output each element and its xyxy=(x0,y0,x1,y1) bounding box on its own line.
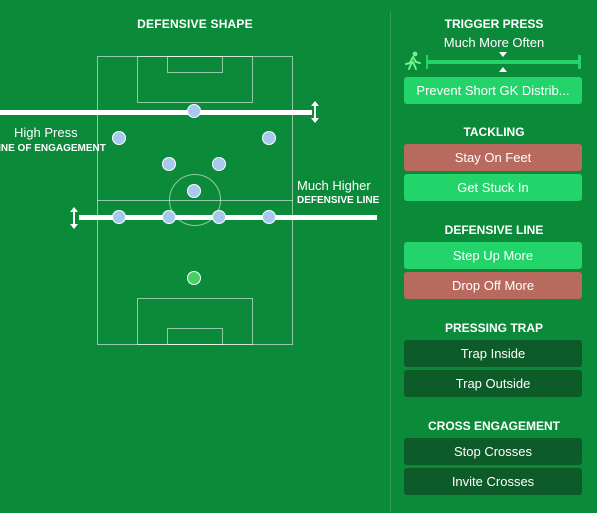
trigger-press-start-tick xyxy=(426,55,428,69)
panel-divider xyxy=(390,12,391,512)
bottom-goal-box xyxy=(167,328,223,345)
get-stuck-in-button[interactable]: Get Stuck In xyxy=(404,174,582,201)
step-up-more-button[interactable]: Step Up More xyxy=(404,242,582,269)
pressing-trap-title: PRESSING TRAP xyxy=(444,321,543,335)
defensive-shape-panel: DEFENSIVE SHAPE High Press LINE OF ENGAG… xyxy=(0,17,380,345)
stay-on-feet-button[interactable]: Stay On Feet xyxy=(404,144,582,171)
player-left-back[interactable] xyxy=(112,210,126,224)
player-left-winger[interactable] xyxy=(112,131,126,145)
player-right-cm[interactable] xyxy=(212,157,226,171)
player-left-cb[interactable] xyxy=(162,210,176,224)
engagement-line[interactable] xyxy=(0,110,312,115)
invite-crosses-button[interactable]: Invite Crosses xyxy=(404,468,582,495)
player-left-cm[interactable] xyxy=(162,157,176,171)
defensive-line-bar[interactable] xyxy=(79,215,377,220)
defensive-line-value: Much Higher xyxy=(297,178,371,193)
prevent-short-gk-button[interactable]: Prevent Short GK Distrib... xyxy=(404,77,582,104)
tackling-title: TACKLING xyxy=(463,125,525,139)
defensive-line-drag-handle-icon[interactable] xyxy=(68,206,80,230)
engagement-label: LINE OF ENGAGEMENT xyxy=(0,143,106,154)
player-striker[interactable] xyxy=(187,104,201,118)
stop-crosses-button[interactable]: Stop Crosses xyxy=(404,438,582,465)
player-right-back[interactable] xyxy=(262,210,276,224)
cross-engagement-title: CROSS ENGAGEMENT xyxy=(427,419,560,433)
trigger-press-value: Much More Often xyxy=(443,35,545,50)
player-dm[interactable] xyxy=(187,184,201,198)
engagement-value: High Press xyxy=(14,125,78,140)
instructions-panel: TRIGGER PRESS Much More Often Prevent Sh… xyxy=(391,0,597,513)
defensive-line-label: DEFENSIVE LINE xyxy=(297,195,380,206)
centre-circle xyxy=(169,174,221,226)
running-player-icon xyxy=(405,51,421,70)
player-right-winger[interactable] xyxy=(262,131,276,145)
engagement-drag-handle-icon[interactable] xyxy=(309,100,321,124)
defensive-shape-title: DEFENSIVE SHAPE xyxy=(137,17,253,31)
top-goal-box xyxy=(167,56,223,73)
trigger-press-slider[interactable] xyxy=(426,52,581,72)
trigger-press-end-tick xyxy=(578,55,581,69)
trigger-press-title: TRIGGER PRESS xyxy=(444,17,544,31)
drop-off-more-button[interactable]: Drop Off More xyxy=(404,272,582,299)
player-goalkeeper[interactable] xyxy=(187,271,201,285)
defensive-line-title: DEFENSIVE LINE xyxy=(444,223,544,237)
trap-outside-button[interactable]: Trap Outside xyxy=(404,370,582,397)
trigger-press-track xyxy=(426,60,580,64)
trigger-press-marker-icon[interactable] xyxy=(499,52,507,72)
player-right-cb[interactable] xyxy=(212,210,226,224)
pitch xyxy=(97,56,293,345)
trap-inside-button[interactable]: Trap Inside xyxy=(404,340,582,367)
